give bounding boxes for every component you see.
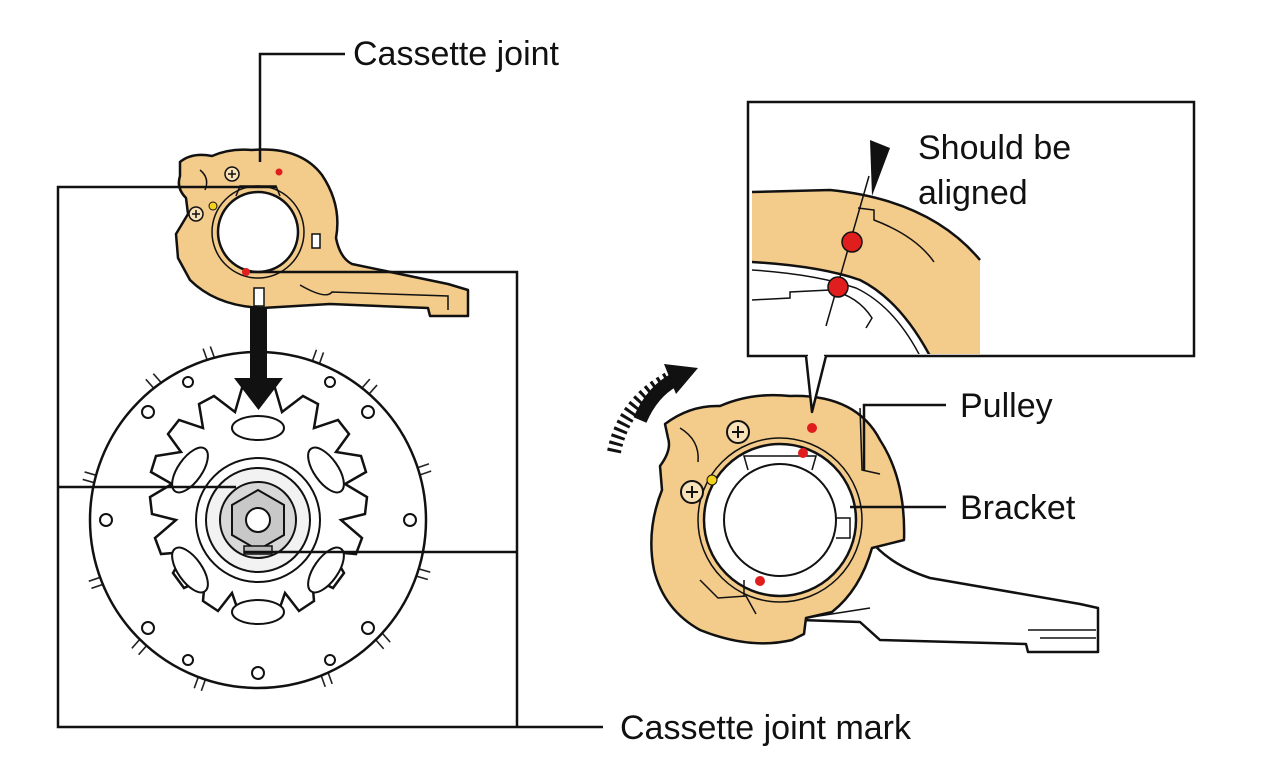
alignment-dot: [755, 576, 765, 586]
zoom-callout: [746, 100, 1196, 414]
screw-icon: [680, 480, 704, 504]
spoke-holes: [99, 360, 417, 680]
screw-icon: [188, 206, 204, 222]
alignment-dot: [275, 168, 283, 176]
should-be-aligned-label: Should be aligned: [918, 129, 1072, 212]
pulley-assembly: [650, 393, 1100, 654]
indicator-dot: [208, 201, 218, 211]
cassette-joint-mark-dot: [242, 268, 250, 276]
pulley-alignment-dot: [807, 423, 817, 433]
indicator-dot: [706, 474, 718, 486]
screw-icon: [224, 166, 240, 182]
bracket-mark-zoom: [827, 276, 849, 298]
hub-assembly: [78, 234, 438, 700]
leader-lines-right: [850, 403, 946, 509]
leader-lines: [56, 52, 603, 729]
pulley-label: Pulley: [960, 387, 1053, 425]
rotation-arrow-icon: [607, 364, 698, 454]
bracket-label: Bracket: [960, 489, 1076, 527]
pulley-mark-zoom: [841, 231, 863, 253]
bracket-alignment-dot: [798, 448, 808, 458]
cassette-joint-part: [174, 148, 470, 318]
cassette-joint-mark-label: Cassette joint mark: [620, 709, 911, 747]
cassette-joint-label: Cassette joint: [353, 35, 559, 73]
screw-icon: [726, 420, 750, 444]
sprocket: [148, 386, 369, 625]
pointer-arrow-icon: [870, 140, 890, 196]
